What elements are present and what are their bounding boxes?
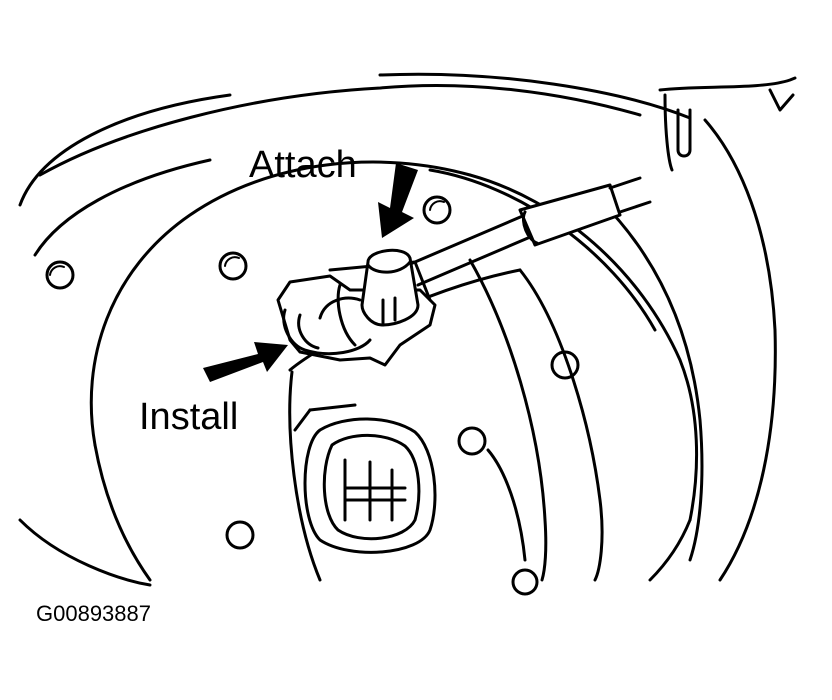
install-label: Install	[139, 396, 239, 438]
attach-label: Attach	[249, 144, 357, 186]
outer-housing	[18, 72, 797, 587]
sender-connector	[276, 248, 437, 367]
housing-slot	[663, 93, 692, 172]
wire-harness	[406, 176, 652, 287]
pump-connector	[293, 403, 437, 554]
attach-arrow	[378, 163, 418, 238]
bolt-holes	[45, 195, 580, 596]
figure-id: G00893887	[36, 601, 151, 626]
install-arrow	[203, 342, 288, 382]
